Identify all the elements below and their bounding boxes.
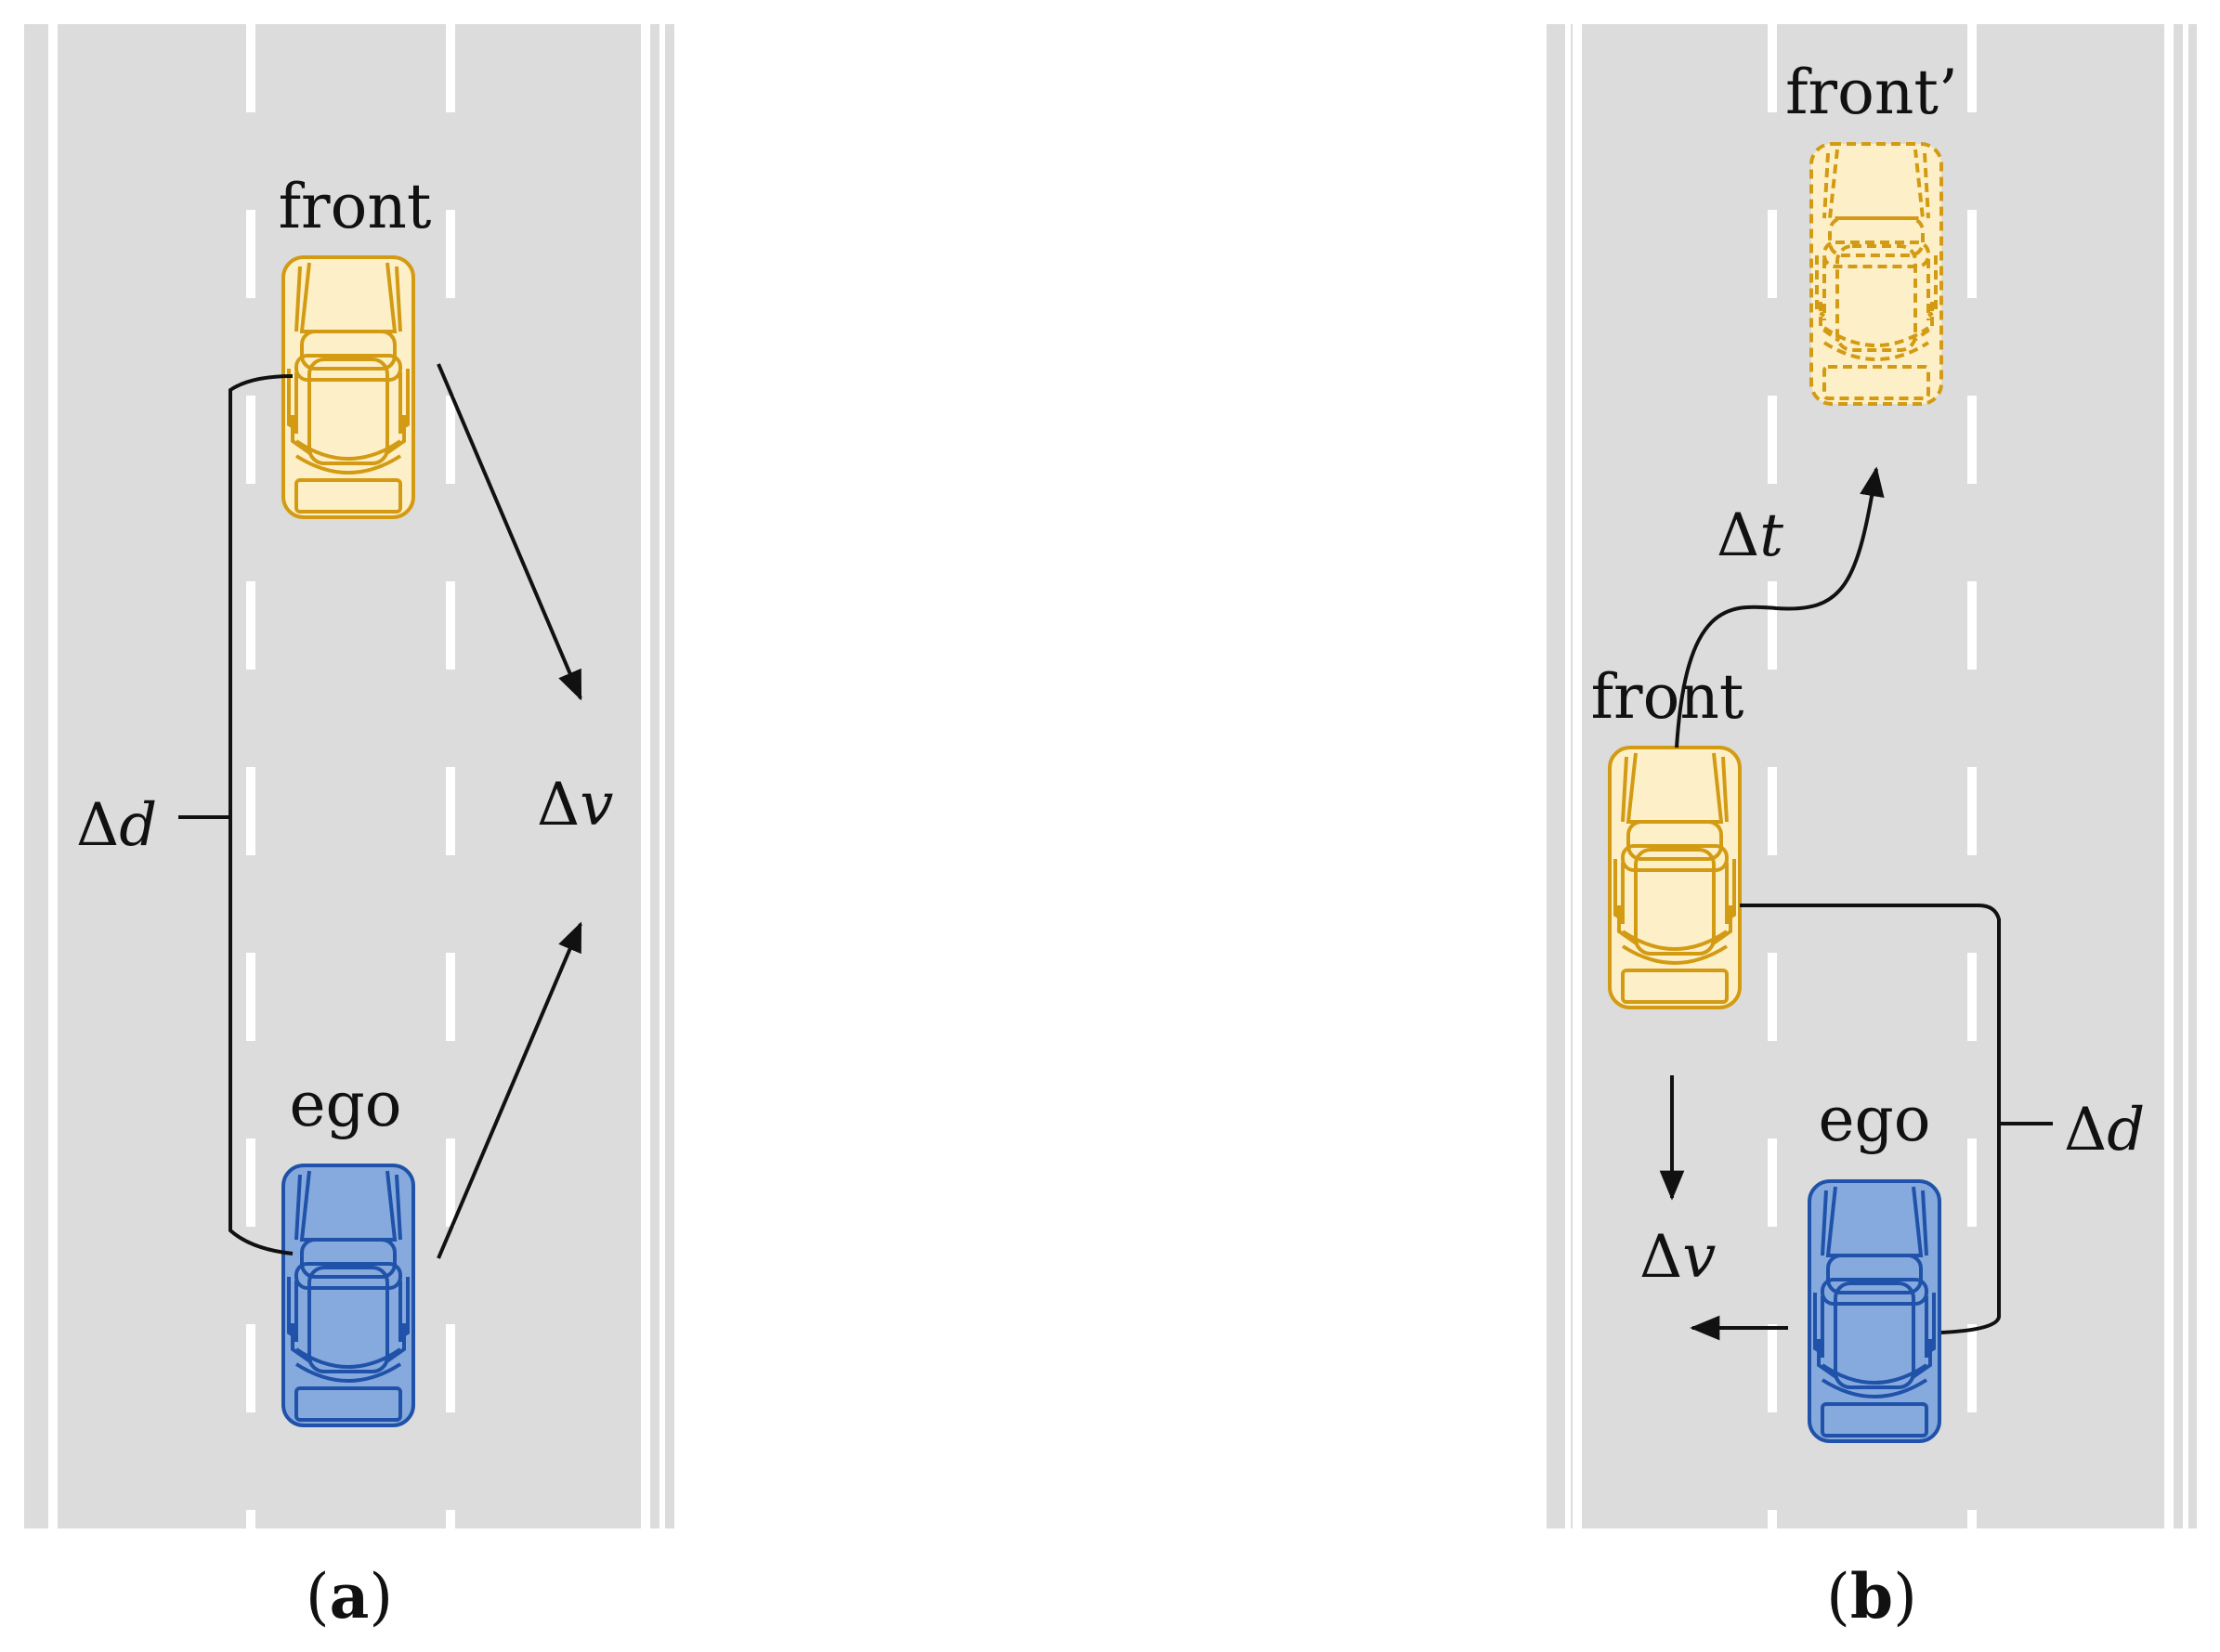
delta-v-arrow-up-a [437,921,582,1259]
delta-d-label-b: Δd [2064,1096,2145,1164]
road-edge-right2-b [2183,24,2188,1528]
delta-d-bracket-a [229,374,294,1255]
road-edge-right-b [2164,24,2174,1528]
delta-v-label-a: Δv [537,771,613,839]
caption-a: (a) [306,1560,393,1632]
caption-b: (b) [1826,1560,1917,1632]
road-edge-right2-a [659,24,665,1528]
ego-car-a [281,1164,415,1427]
panel-b: front’ front ego Δt Δd Δv (b) [1547,24,2197,1632]
delta-t-label-b: Δt [1717,501,1783,570]
road-edge-left-a [48,24,58,1528]
front-future-label-b: front’ [1785,57,1958,128]
road-edge-left-b [1565,24,1571,1528]
panel-a: front ego Δd Δv (a) [24,24,674,1632]
front-label-a: front [279,171,432,242]
ego-label-b: ego [1818,1084,1930,1155]
ego-label-a: ego [289,1069,401,1140]
front-car-b [1608,746,1742,1009]
front-future-car-b [1809,142,1943,406]
front-label-b: front [1591,661,1744,733]
delta-v-arrow-down-a [437,363,582,701]
delta-d-label-a: Δd [76,791,157,860]
front-car-a [281,255,415,519]
road-edge-left2-b [1573,24,1582,1528]
road-edge-right-a [641,24,650,1528]
delta-v-label-b: Δv [1639,1223,1716,1292]
ego-car-b [1808,1179,1941,1443]
delta-d-bracket-b [1740,904,2001,1334]
delta-t-arrow-b [1675,466,1885,748]
